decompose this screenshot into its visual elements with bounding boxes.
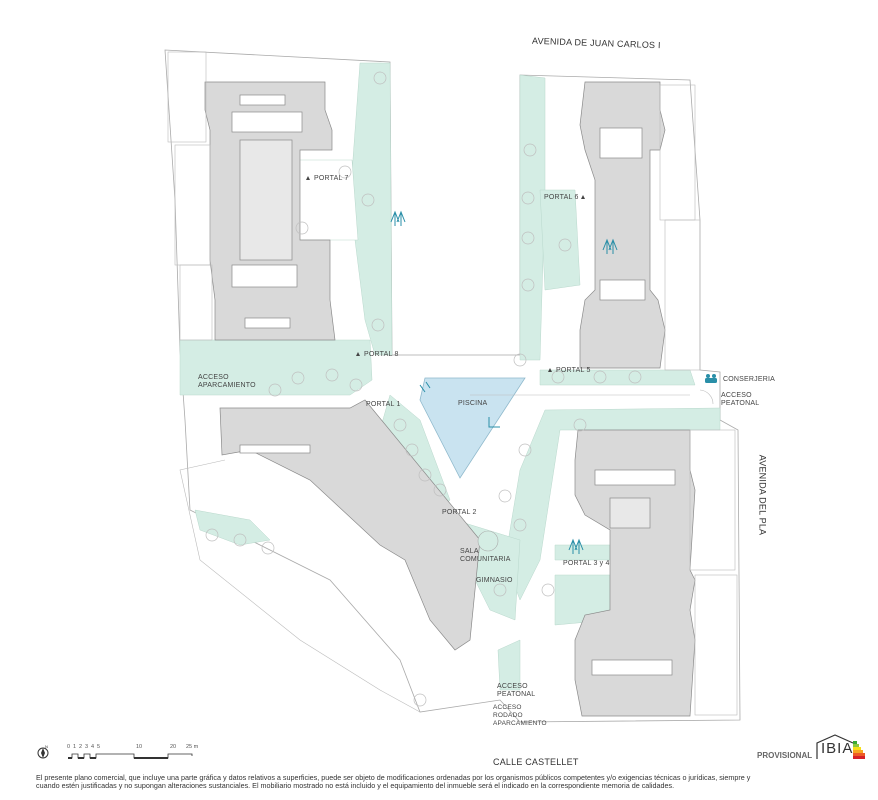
north-compass-icon: N [37, 744, 49, 759]
label-portal-3-4: PORTAL 3 y 4 [563, 560, 610, 567]
portal-marker-icon [548, 368, 552, 373]
portal-marker-icon [306, 176, 310, 181]
energy-logo-text: IBIA [821, 740, 854, 757]
energy-rating-logo: IBIA [815, 733, 867, 761]
label-portal-6: PORTAL 6 [544, 194, 589, 202]
sala-comunitaria-marker [477, 530, 499, 552]
label-portal-2: PORTAL 2 [442, 509, 477, 516]
pool-ladder-icon [419, 381, 500, 428]
label-gimnasio: GIMNASIO [476, 577, 513, 584]
pool [419, 377, 526, 479]
conserjeria-icon [705, 374, 717, 383]
label-conserjeria: CONSERJERIA [723, 376, 775, 383]
label-portal-1: PORTAL 1 [366, 401, 401, 408]
playground-icon [390, 210, 618, 554]
portal-marker-icon [580, 195, 585, 200]
label-portal-7: PORTAL 7 [306, 175, 349, 183]
portal-marker-icon [356, 352, 360, 357]
buildings [204, 81, 696, 717]
street-label-south: CALLE CASTELLET [493, 757, 579, 767]
label-piscina: PISCINA [458, 400, 488, 407]
label-portal-8: PORTAL 8 [356, 351, 399, 359]
green-areas [179, 62, 721, 691]
label-portal-5: PORTAL 5 [548, 367, 591, 375]
trees [205, 71, 642, 707]
svg-text:N: N [45, 744, 48, 749]
street-label-east: AVENIDA DEL PLA [757, 454, 768, 536]
provisional-label: PROVISIONAL [757, 751, 813, 760]
legal-disclaimer: El presente plano comercial, que incluye… [36, 773, 751, 790]
